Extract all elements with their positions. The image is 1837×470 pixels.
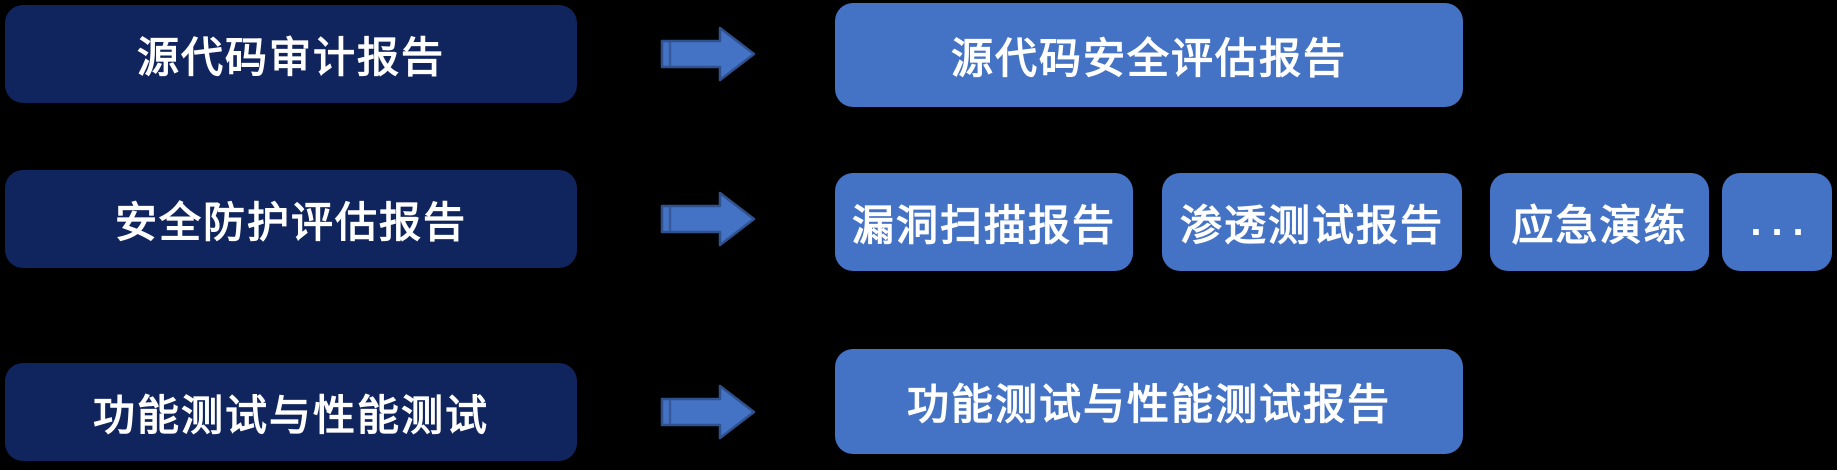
right-arrow-icon	[660, 384, 756, 440]
ellipsis-label: ...	[1750, 199, 1814, 244]
box-label: 源代码审计报告	[136, 33, 445, 81]
box-label: 漏洞扫描报告	[851, 201, 1116, 249]
box-label: 安全防护评估报告	[114, 198, 467, 246]
output-box-penetration-test-report: 渗透测试报告	[1162, 173, 1462, 271]
box-label: 应急演练	[1511, 201, 1688, 249]
box-label: 功能测试与性能测试报告	[906, 381, 1391, 428]
source-box-function-performance-test: 功能测试与性能测试	[5, 363, 577, 461]
output-box-emergency-drill: 应急演练	[1490, 173, 1709, 271]
box-label: 渗透测试报告	[1179, 201, 1444, 249]
box-label: 功能测试与性能测试	[92, 391, 489, 439]
output-box-ellipsis: ...	[1722, 173, 1832, 271]
source-box-security-protection-report: 安全防护评估报告	[5, 170, 577, 268]
output-box-vulnerability-scan-report: 漏洞扫描报告	[835, 173, 1133, 271]
output-box-source-code-security-report: 源代码安全评估报告	[835, 3, 1463, 107]
output-box-function-performance-test-report: 功能测试与性能测试报告	[835, 349, 1463, 454]
right-arrow-icon	[660, 191, 756, 247]
box-label: 源代码安全评估报告	[950, 34, 1347, 82]
right-arrow-icon	[660, 26, 756, 82]
source-box-source-code-audit: 源代码审计报告	[5, 5, 577, 103]
